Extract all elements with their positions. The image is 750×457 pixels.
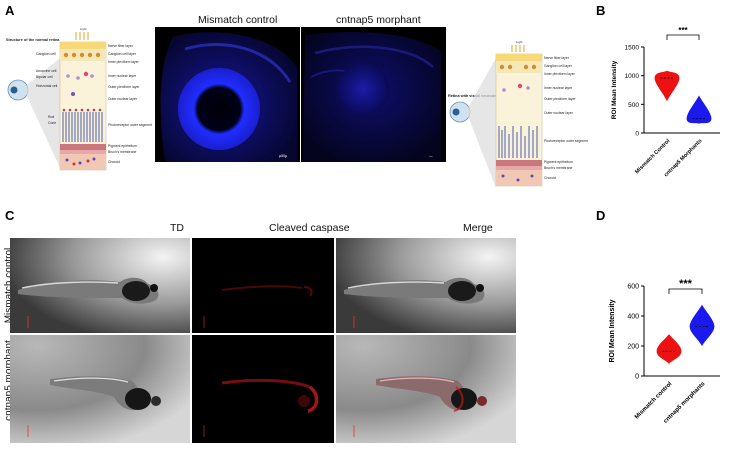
svg-text:Rod: Rod (48, 115, 54, 119)
svg-text:Inner nuclear layer: Inner nuclear layer (544, 86, 573, 90)
image-td-mismatch-control (10, 238, 190, 333)
svg-text:Amacrine cell: Amacrine cell (36, 69, 57, 73)
image-cleaved-caspase-cntnap5-morphant (192, 335, 334, 443)
label-mismatch-control: Mismatch control (198, 14, 278, 26)
significance-bracket (668, 288, 703, 294)
column-label-merge: Merge (463, 222, 493, 234)
svg-text:Bipolar cell: Bipolar cell (36, 75, 53, 79)
image-merge-cntnap5-morphant (336, 335, 516, 443)
svg-text:Bruch's membrane: Bruch's membrane (544, 166, 572, 170)
svg-text:Inner plexiform layer: Inner plexiform layer (544, 72, 576, 76)
column-label-cleaved-caspase: Cleaved caspase (269, 222, 350, 234)
panel-c-letter: C (5, 208, 15, 223)
y-tick-label: 400 (627, 314, 639, 321)
mismatch-control-retina-image: µ50µ (155, 27, 300, 162)
panel-b-letter: B (596, 3, 606, 18)
significance-stars: *** (679, 278, 693, 290)
svg-text:Outer nuclear layer: Outer nuclear layer (108, 97, 138, 101)
svg-text:Ganglion cell layer: Ganglion cell layer (108, 52, 137, 56)
violin-mark (689, 304, 715, 347)
significance-bracket (666, 34, 700, 40)
column-label-td: TD (170, 222, 184, 234)
svg-text:Outer plexiform layer: Outer plexiform layer (544, 97, 576, 101)
y-tick-label: 200 (627, 344, 639, 351)
cntnap5-morphant-retina-image: — (301, 27, 446, 162)
svg-text:Choroid: Choroid (544, 176, 556, 180)
violin-mark (656, 334, 682, 364)
normal-retina-schematic: Structure of the normal retina Light (4, 18, 154, 188)
y-tick-label: 0 (635, 131, 639, 138)
svg-text:Outer plexiform layer: Outer plexiform layer (108, 85, 140, 89)
y-axis-label: ROI Mean Intensity (611, 60, 618, 119)
violin-mark (654, 70, 680, 102)
svg-text:Cone: Cone (48, 121, 56, 125)
svg-text:Inner nuclear layer: Inner nuclear layer (108, 74, 137, 78)
svg-text:Photoreceptor outer segment: Photoreceptor outer segment (544, 139, 588, 143)
violin-mark (686, 95, 712, 124)
svg-text:Nerve fiber layer: Nerve fiber layer (544, 56, 570, 60)
svg-text:Outer nuclear layer: Outer nuclear layer (544, 111, 574, 115)
y-tick-label: 1500 (625, 45, 640, 52)
image-td-cntnap5-morphant (10, 335, 190, 443)
svg-text:Pigment epithelium: Pigment epithelium (108, 144, 137, 148)
svg-text:—: — (429, 154, 433, 158)
degenerated-retina-schematic: Retina with visual neurodegeneration Lig… (446, 38, 596, 198)
svg-text:Bruch's membrane: Bruch's membrane (108, 150, 136, 154)
image-merge-mismatch-control (336, 238, 516, 333)
svg-text:Inner plexiform layer: Inner plexiform layer (108, 60, 140, 64)
svg-text:Pigment epithelium: Pigment epithelium (544, 160, 573, 164)
svg-text:Photoreceptor outer segment: Photoreceptor outer segment (108, 123, 152, 127)
svg-text:Ganglion cell layer: Ganglion cell layer (544, 64, 573, 68)
label-cntnap5-morphant: cntnap5 morphant (336, 14, 421, 26)
panel-a-letter: A (5, 3, 15, 18)
schematic-title-normal: Structure of the normal retina (6, 38, 60, 42)
y-tick-label: 0 (635, 374, 639, 381)
y-axis-label: ROI Mean Intensity (609, 299, 616, 362)
svg-text:Light: Light (80, 27, 87, 31)
panel-d-letter: D (596, 208, 606, 223)
y-tick-label: 600 (627, 284, 639, 291)
y-tick-label: 500 (628, 102, 639, 109)
svg-text:Horizontal cell: Horizontal cell (36, 84, 58, 88)
y-tick-label: 1000 (625, 73, 640, 80)
svg-text:Light: Light (516, 40, 523, 44)
svg-text:Choroid: Choroid (108, 160, 120, 164)
svg-text:Ganglion cell: Ganglion cell (36, 52, 56, 56)
significance-stars: *** (678, 26, 688, 35)
svg-text:Nerve fiber layer: Nerve fiber layer (108, 44, 134, 48)
scale-bar-text: µ50µ (279, 154, 287, 158)
category-label: Mismatch Control (634, 138, 671, 175)
image-cleaved-caspase-mismatch-control (192, 238, 334, 333)
